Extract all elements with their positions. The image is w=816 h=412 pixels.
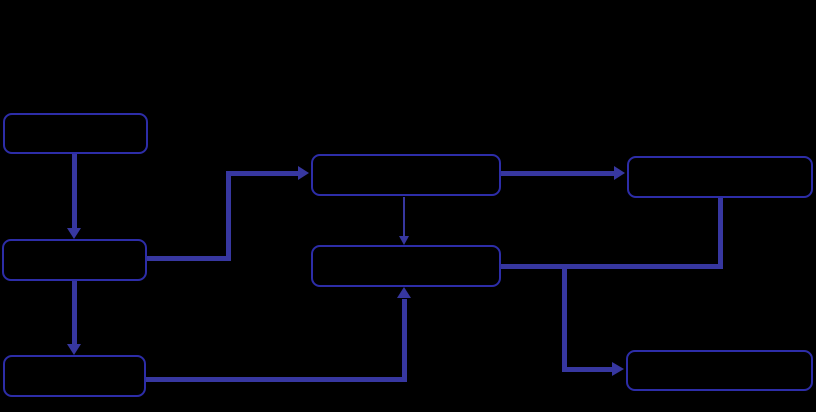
connector-topleft-to-midleft-line <box>72 154 77 230</box>
connector-bottomleft-to-centermid-arrowhead <box>397 287 411 298</box>
connector-midleft-to-bottomleft-arrowhead <box>67 344 81 355</box>
connector-bottomleft-to-centermid-line <box>402 299 407 382</box>
flow-node-mid-left <box>2 239 147 281</box>
connector-midleft-to-centertop-line <box>147 256 231 261</box>
connector-centertop-to-topright-line <box>501 171 615 176</box>
connector-branch-to-bottomright-arrowhead <box>612 362 624 376</box>
flow-node-top-right <box>627 156 813 198</box>
connector-midleft-to-centertop-line <box>231 171 298 176</box>
connector-midleft-to-centertop-line <box>226 171 231 261</box>
connector-branch-to-bottomright-line <box>562 264 567 372</box>
connector-centertop-to-centermid-line <box>403 197 405 238</box>
flow-node-bottom-right <box>626 350 813 391</box>
flow-node-center-mid <box>311 245 501 287</box>
connector-topright-to-centermid-line <box>501 264 723 269</box>
connector-bottomleft-to-centermid-line <box>146 377 407 382</box>
connector-topright-to-centermid-line <box>718 198 723 269</box>
flow-node-top-left <box>3 113 148 154</box>
connector-topleft-to-midleft-arrowhead <box>67 228 81 239</box>
connector-midleft-to-centertop-arrowhead <box>298 166 309 180</box>
connector-centertop-to-topright-arrowhead <box>614 166 625 180</box>
connector-centertop-to-centermid-arrowhead <box>399 236 409 245</box>
connector-midleft-to-bottomleft-line <box>72 281 77 346</box>
connector-branch-to-bottomright-line <box>567 367 612 372</box>
flow-node-bottom-left <box>3 355 146 397</box>
flow-node-center-top <box>311 154 501 196</box>
